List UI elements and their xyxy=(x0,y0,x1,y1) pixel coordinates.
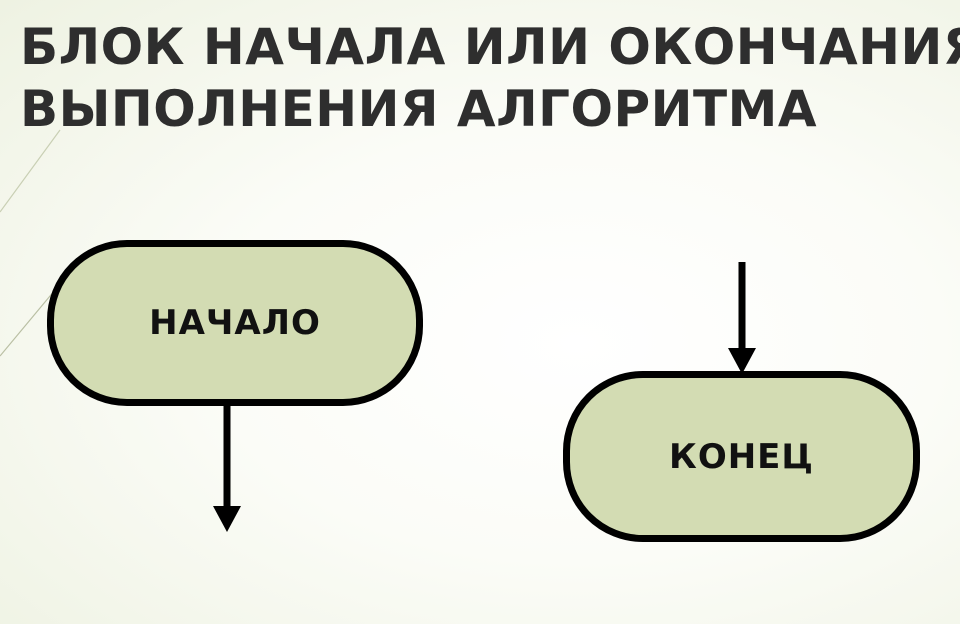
start-block-label: НАЧАЛО xyxy=(149,303,321,343)
start-outgoing-arrow xyxy=(213,404,241,532)
end-terminator-block: КОНЕЦ xyxy=(563,371,920,542)
slide-title-line-1: БЛОК НАЧАЛА ИЛИ ОКОНЧАНИЯ xyxy=(20,18,960,76)
slide-title-line-2: ВЫПОЛНЕНИЯ АЛГОРИТМА xyxy=(20,80,818,138)
end-incoming-arrow xyxy=(728,262,756,374)
start-terminator-block: НАЧАЛО xyxy=(47,240,423,406)
slide-title: БЛОК НАЧАЛА ИЛИ ОКОНЧАНИЯ ВЫПОЛНЕНИЯ АЛГ… xyxy=(20,16,960,140)
end-block-label: КОНЕЦ xyxy=(669,436,814,477)
